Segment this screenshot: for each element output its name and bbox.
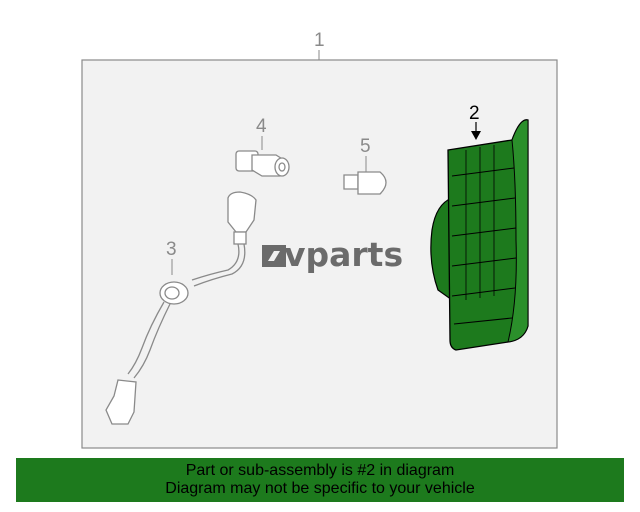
banner-line-1: Part or sub-assembly is #2 in diagram (185, 462, 455, 479)
callout-2: 2 (469, 103, 480, 124)
callout-1: 1 (314, 30, 325, 51)
wire-harness-part-3 (105, 191, 257, 425)
lamp-assembly-part-2 (430, 119, 529, 351)
ev-logo-icon (262, 245, 286, 267)
socket-part-4 (235, 150, 290, 177)
callout-5: 5 (360, 136, 371, 157)
info-banner: Part or sub-assembly is #2 in diagram Di… (16, 458, 624, 502)
banner-line-2: Diagram may not be specific to your vehi… (165, 480, 475, 497)
callout-4: 4 (256, 116, 267, 137)
bulb-part-5 (343, 171, 387, 195)
callout-2-arrowhead (471, 131, 481, 140)
brand-wordmark: vparts (284, 235, 403, 274)
callout-3: 3 (166, 239, 177, 260)
